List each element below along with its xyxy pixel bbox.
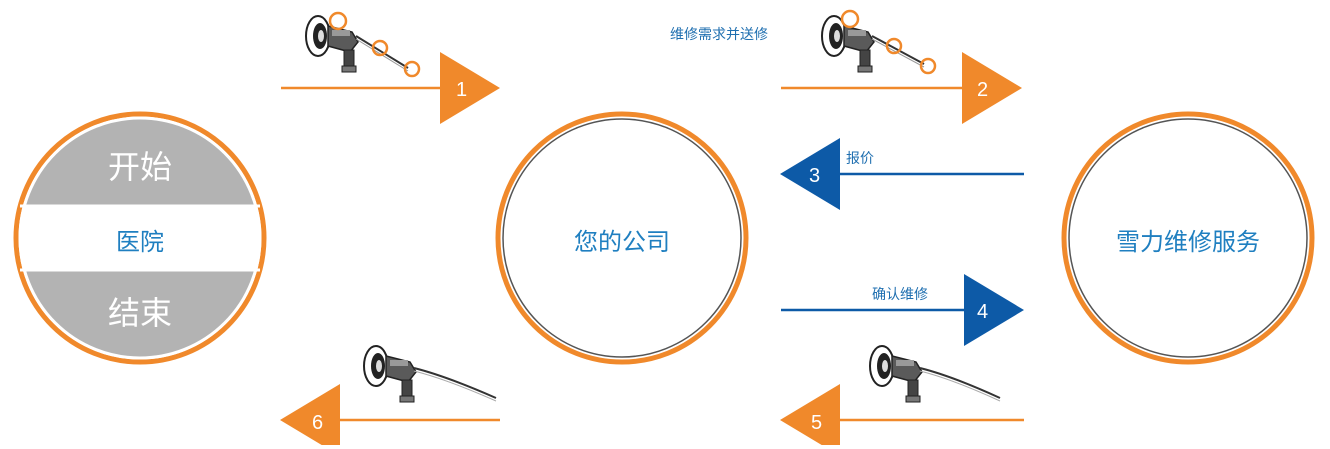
flow-2-caption: 维修需求并送修 <box>670 27 768 43</box>
flow-arrow-2: 2 <box>781 52 1022 124</box>
hospital-end-label: 结束 <box>107 294 172 332</box>
step-number-4: 4 <box>977 301 988 323</box>
step-number-6: 6 <box>312 412 323 434</box>
endoscope-broken-icon <box>821 9 937 75</box>
endoscope-repaired-icon <box>869 345 1001 403</box>
flow-arrow-6: 6 <box>280 384 500 449</box>
step-number-5: 5 <box>811 412 822 434</box>
company-label: 您的公司 <box>574 228 670 256</box>
service-label: 雪力维修服务 <box>1116 228 1260 256</box>
company-node <box>495 111 749 365</box>
service-node <box>1061 111 1315 365</box>
endoscope-repaired-icon <box>363 345 497 403</box>
flow-arrow-5: 5 <box>780 384 1024 449</box>
hospital-middle-band <box>20 206 260 270</box>
step-number-3: 3 <box>809 165 820 187</box>
flow-arrow-1: 1 <box>281 52 500 124</box>
flow-4-caption: 确认维修 <box>872 287 928 303</box>
flow-arrow-4: 4 <box>781 274 1024 346</box>
hospital-start-label: 开始 <box>107 148 172 186</box>
endoscope-broken-icon <box>305 11 421 78</box>
step-number-2: 2 <box>977 79 988 101</box>
hospital-name-label: 医院 <box>116 228 164 256</box>
flow-arrow-3: 3 <box>780 138 1024 210</box>
step-number-1: 1 <box>456 79 467 101</box>
flow-3-caption: 报价 <box>846 151 874 167</box>
